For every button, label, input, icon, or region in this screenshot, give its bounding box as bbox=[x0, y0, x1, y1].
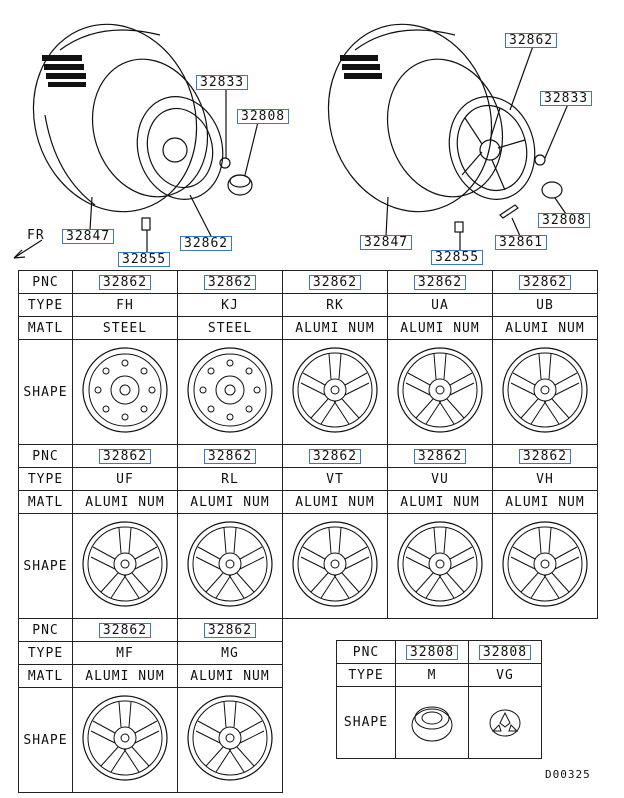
type-value: UA bbox=[387, 293, 493, 317]
nut-left bbox=[219, 157, 231, 169]
matl-value: ALUMI NUM bbox=[492, 316, 598, 340]
type-value: VH bbox=[492, 467, 598, 491]
wheel-table-1: PNC 32862 32862 32862 32862 32862 TYPE F… bbox=[18, 270, 598, 793]
emblem-cap-right bbox=[541, 181, 563, 199]
matl-value: ALUMI NUM bbox=[492, 490, 598, 514]
row-header-matl: MATL bbox=[18, 664, 73, 688]
type-value: VU bbox=[387, 467, 493, 491]
alloy-rim-right bbox=[448, 96, 536, 200]
matl-value: ALUMI NUM bbox=[282, 316, 388, 340]
tread-pattern-left bbox=[42, 55, 86, 87]
callout-right-32847: 32847 bbox=[360, 235, 413, 250]
matl-value: ALUMI NUM bbox=[387, 316, 493, 340]
matl-value: ALUMI NUM bbox=[72, 664, 178, 688]
pnc-value: 32862 bbox=[413, 274, 467, 290]
row-header-pnc: PNC bbox=[18, 270, 73, 294]
alloy-wheel-icon bbox=[177, 687, 283, 793]
type-value: UB bbox=[492, 293, 598, 317]
matl-value: STEEL bbox=[72, 316, 178, 340]
type-value: M bbox=[395, 663, 469, 687]
alloy-wheel-icon bbox=[387, 339, 493, 445]
row-header-type: TYPE bbox=[18, 467, 73, 491]
steel-wheel-icon bbox=[72, 339, 178, 445]
front-label: FR bbox=[27, 228, 45, 243]
callout-right-32833: 32833 bbox=[540, 91, 593, 106]
callout-right-32855: 32855 bbox=[431, 250, 484, 265]
exploded-view-drawing bbox=[13, 23, 569, 259]
row-header-pnc: PNC bbox=[18, 444, 73, 468]
alloy-wheel-icon bbox=[282, 513, 388, 619]
type-value: MF bbox=[72, 641, 178, 665]
pnc-value: 32862 bbox=[203, 622, 257, 638]
pnc-value: 32862 bbox=[203, 448, 257, 464]
pnc-value: 32808 bbox=[478, 644, 532, 660]
pnc-value: 32862 bbox=[203, 274, 257, 290]
pnc-value: 32862 bbox=[308, 448, 362, 464]
pnc-value: 32862 bbox=[518, 448, 572, 464]
emblem-cap-icon bbox=[468, 686, 542, 759]
weight-right bbox=[499, 204, 519, 219]
type-value: RL bbox=[177, 467, 283, 491]
pnc-value: 32808 bbox=[405, 644, 459, 660]
valve-right bbox=[454, 221, 464, 233]
callout-left-32847: 32847 bbox=[62, 229, 115, 244]
pnc-value: 32862 bbox=[518, 274, 572, 290]
steel-rim-left bbox=[136, 96, 224, 200]
type-value: UF bbox=[72, 467, 178, 491]
diagram-code: D00325 bbox=[545, 768, 591, 781]
pnc-value: 32862 bbox=[413, 448, 467, 464]
alloy-wheel-icon bbox=[492, 339, 598, 445]
callout-left-32862: 32862 bbox=[180, 236, 233, 251]
alloy-wheel-icon bbox=[177, 513, 283, 619]
callout-right-32808: 32808 bbox=[538, 213, 591, 228]
row-header-shape: SHAPE bbox=[18, 513, 73, 619]
alloy-wheel-icon bbox=[72, 513, 178, 619]
callout-right-32861: 32861 bbox=[495, 235, 548, 250]
row-header-matl: MATL bbox=[18, 490, 73, 514]
row-header-pnc: PNC bbox=[336, 640, 396, 664]
matl-value: ALUMI NUM bbox=[387, 490, 493, 514]
pnc-value: 32862 bbox=[98, 622, 152, 638]
callout-left-32808: 32808 bbox=[237, 109, 290, 124]
nut-right bbox=[534, 154, 546, 166]
front-direction-arrow bbox=[13, 239, 43, 259]
pnc-value: 32862 bbox=[98, 448, 152, 464]
row-header-shape: SHAPE bbox=[18, 687, 73, 793]
matl-value: STEEL bbox=[177, 316, 283, 340]
steel-wheel-icon bbox=[177, 339, 283, 445]
type-value: VT bbox=[282, 467, 388, 491]
type-value: VG bbox=[468, 663, 542, 687]
cap-left bbox=[227, 174, 253, 196]
row-header-type: TYPE bbox=[336, 663, 396, 687]
pnc-value: 32862 bbox=[98, 274, 152, 290]
alloy-wheel-icon bbox=[492, 513, 598, 619]
alloy-wheel-icon bbox=[387, 513, 493, 619]
type-value: KJ bbox=[177, 293, 283, 317]
cap-table: PNC 32808 32808 TYPE M VG SHAPE bbox=[336, 640, 542, 759]
row-header-matl: MATL bbox=[18, 316, 73, 340]
pnc-value: 32862 bbox=[308, 274, 362, 290]
type-value: RK bbox=[282, 293, 388, 317]
row-header-type: TYPE bbox=[18, 641, 73, 665]
row-header-type: TYPE bbox=[18, 293, 73, 317]
matl-value: ALUMI NUM bbox=[177, 490, 283, 514]
callout-right-32862: 32862 bbox=[505, 33, 558, 48]
tire-left bbox=[32, 23, 209, 213]
row-header-shape: SHAPE bbox=[336, 686, 396, 759]
alloy-wheel-icon bbox=[282, 339, 388, 445]
callout-left-32855: 32855 bbox=[118, 252, 171, 267]
row-header-shape: SHAPE bbox=[18, 339, 73, 445]
alloy-wheel-icon bbox=[72, 687, 178, 793]
matl-value: ALUMI NUM bbox=[177, 664, 283, 688]
row-header-pnc: PNC bbox=[18, 618, 73, 642]
valve-left bbox=[141, 217, 151, 231]
hub-cap-icon bbox=[395, 686, 469, 759]
tire-right bbox=[327, 23, 504, 213]
type-value: MG bbox=[177, 641, 283, 665]
matl-value: ALUMI NUM bbox=[72, 490, 178, 514]
matl-value: ALUMI NUM bbox=[282, 490, 388, 514]
type-value: FH bbox=[72, 293, 178, 317]
callout-left-32833: 32833 bbox=[196, 75, 249, 90]
